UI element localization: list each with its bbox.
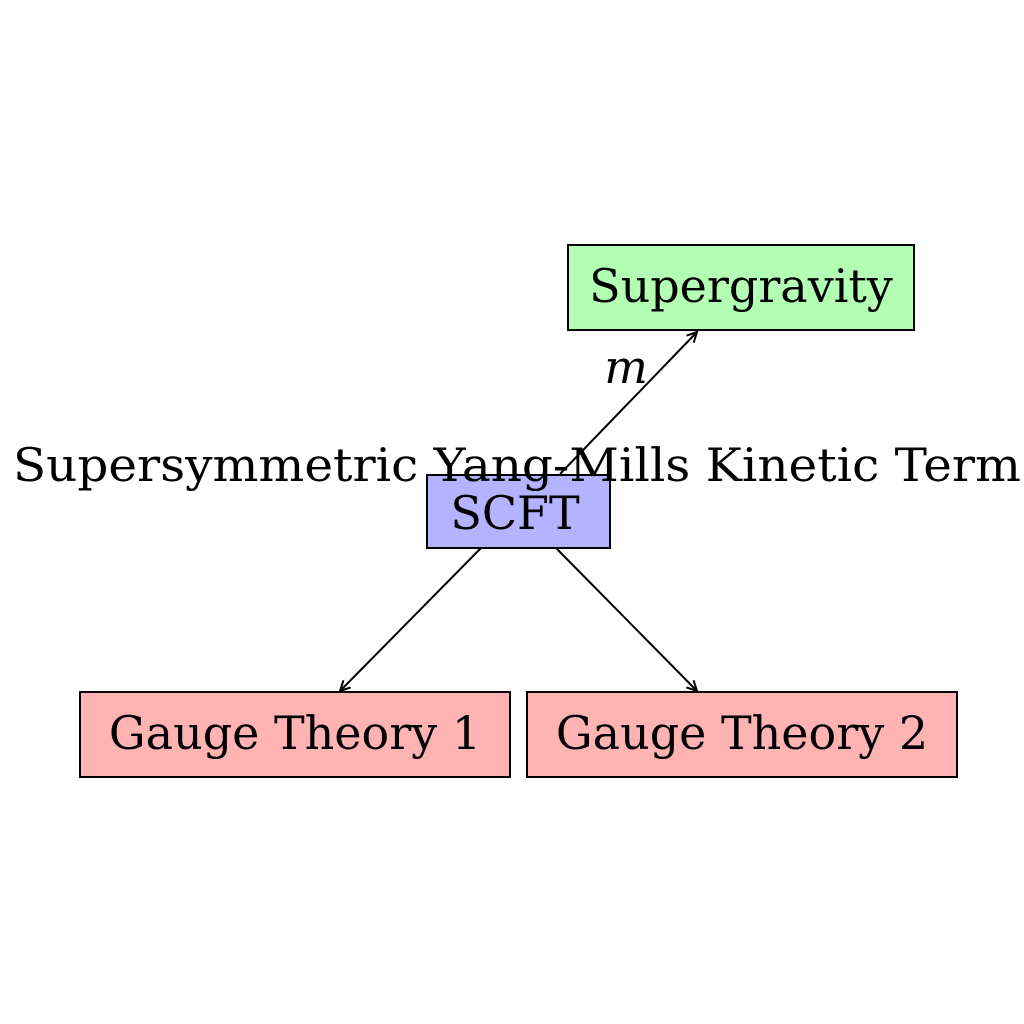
node-gauge-theory-2-label: Gauge Theory 2 bbox=[556, 706, 928, 760]
edge-label-m: m bbox=[604, 340, 648, 394]
node-gauge-theory-2: Gauge Theory 2 bbox=[526, 691, 958, 778]
node-gauge-theory-1: Gauge Theory 1 bbox=[79, 691, 511, 778]
edge-scft-to-gauge-theory-2 bbox=[555, 547, 697, 691]
node-gauge-theory-2-box bbox=[526, 691, 958, 778]
node-scft: SCFT bbox=[426, 474, 611, 549]
node-supergravity-label: Supergravity bbox=[589, 259, 893, 313]
node-supergravity: Supergravity bbox=[567, 244, 915, 331]
node-supergravity-box bbox=[567, 244, 915, 331]
node-gauge-theory-1-label: Gauge Theory 1 bbox=[109, 706, 481, 760]
annotation-label: Supersymmetric Yang-Mills Kinetic Term bbox=[13, 438, 1021, 492]
node-scft-label: SCFT bbox=[450, 486, 580, 540]
node-scft-box bbox=[426, 474, 611, 549]
edge-scft-to-supergravity bbox=[559, 332, 697, 475]
edge-scft-to-gauge-theory-1 bbox=[340, 547, 482, 691]
node-gauge-theory-1-box bbox=[79, 691, 511, 778]
